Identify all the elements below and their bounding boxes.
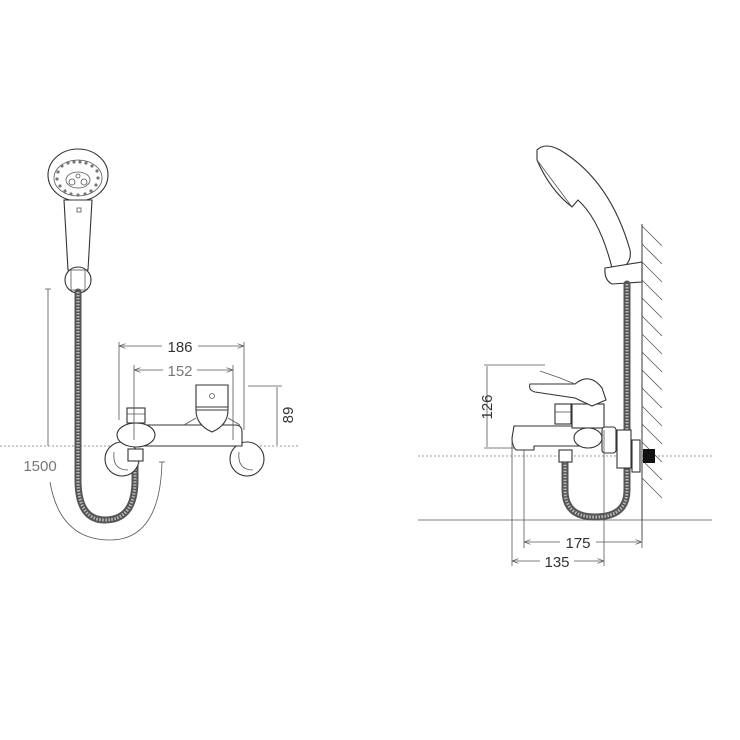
shower-hose-side (561, 280, 631, 521)
dim-186-label: 186 (167, 339, 192, 356)
dimension-height-side: 126 (479, 364, 545, 449)
hand-shower-side-icon (536, 145, 643, 285)
front-view: 186 152 89 1500 (0, 148, 300, 541)
dimension-body-length: 135 (511, 430, 605, 571)
wall (641, 224, 663, 540)
hand-shower-icon (47, 148, 109, 271)
side-view: 126 175 135 (418, 145, 712, 571)
dimension-center-distance: 152 (133, 363, 234, 440)
wall-connector-icon (643, 449, 655, 463)
dim-89-label: 89 (280, 407, 297, 424)
dim-135-label: 135 (544, 554, 569, 571)
dim-126-label: 126 (479, 394, 496, 419)
shower-hose (74, 288, 139, 524)
mixer-body-side (511, 370, 655, 473)
dim-175-label: 175 (565, 535, 590, 552)
dimension-hose-length: 1500 (23, 288, 165, 541)
dim-152-label: 152 (167, 363, 192, 380)
dim-1500-label: 1500 (23, 458, 56, 475)
dimension-overall-width: 186 (118, 339, 245, 430)
dimension-height-front: 89 (248, 385, 297, 445)
dimension-spout-projection: 175 (523, 450, 643, 552)
mixer-body-front (104, 384, 265, 477)
